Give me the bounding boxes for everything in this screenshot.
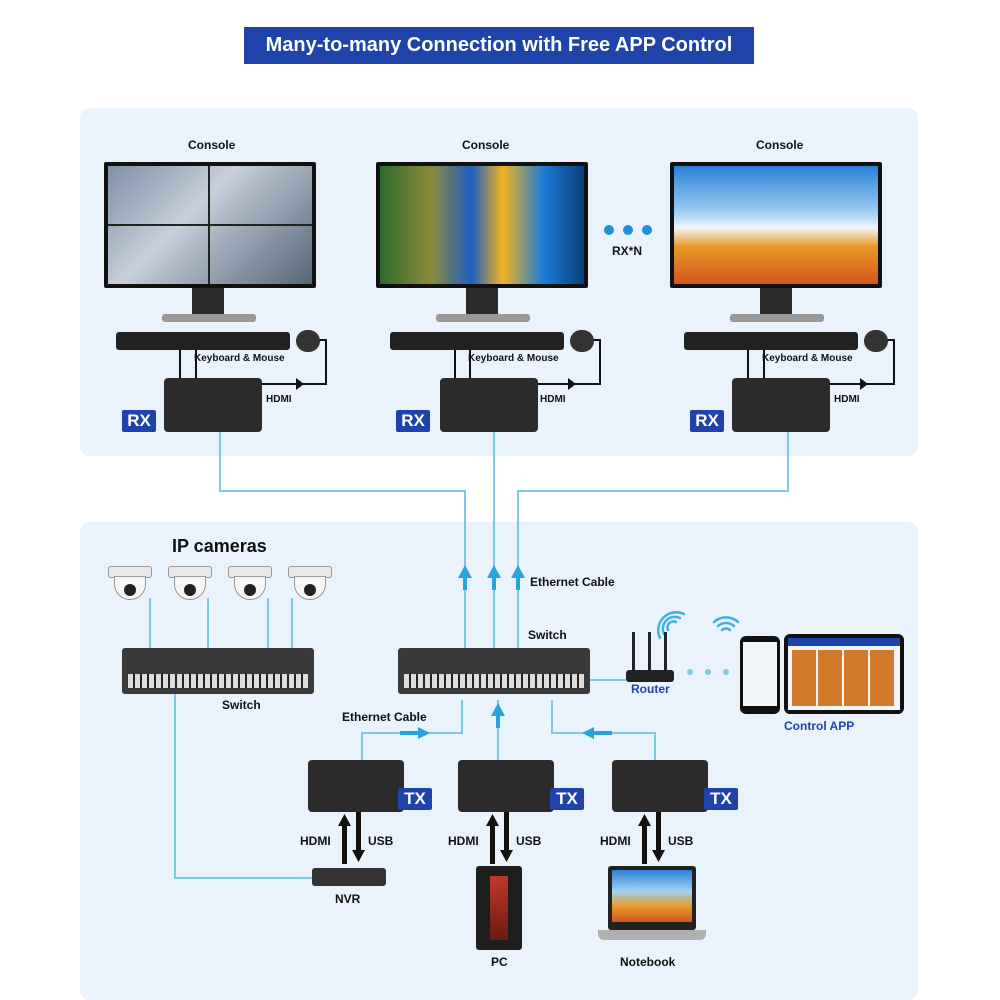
device-label: PC <box>491 955 508 969</box>
keyboard <box>390 332 564 350</box>
tablet-icon <box>784 634 904 714</box>
monitor <box>376 162 588 288</box>
usb-label: USB <box>516 834 542 848</box>
router-label: Router <box>631 682 670 696</box>
monitor-screen-parrot <box>380 166 584 284</box>
device-label: NVR <box>335 892 361 906</box>
tx-tag: TX <box>550 788 584 810</box>
pc-tower <box>476 866 522 950</box>
rx-tag: RX <box>396 410 430 432</box>
hdmi-label: HDMI <box>300 834 331 848</box>
rx-device <box>440 378 538 432</box>
monitor <box>670 162 882 288</box>
hdmi-label: HDMI <box>448 834 479 848</box>
smartphone-icon <box>740 636 780 714</box>
peripheral-label: Keyboard & Mouse <box>762 353 853 364</box>
peripheral-label: Keyboard & Mouse <box>194 353 285 364</box>
tx-tag: TX <box>398 788 432 810</box>
mouse <box>570 330 594 352</box>
mouse <box>296 330 320 352</box>
hdmi-label: HDMI <box>600 834 631 848</box>
switch-center-label: Switch <box>528 628 567 642</box>
hdmi-label: HDMI <box>266 394 292 405</box>
network-switch-center <box>398 648 590 694</box>
ip-camera-icon <box>228 566 272 600</box>
rx-tag: RX <box>122 410 156 432</box>
tx-device <box>458 760 554 812</box>
notebook-laptop <box>608 866 696 930</box>
ethernet-cable-label-bottom: Ethernet Cable <box>342 710 427 724</box>
hdmi-label: HDMI <box>834 394 860 405</box>
monitor-stand <box>466 288 498 314</box>
notebook-keyboard-base <box>598 930 706 940</box>
tx-device <box>308 760 404 812</box>
page-title: Many-to-many Connection with Free APP Co… <box>244 27 754 64</box>
usb-label: USB <box>368 834 394 848</box>
peripheral-label: Keyboard & Mouse <box>468 353 559 364</box>
ip-camera-icon <box>288 566 332 600</box>
monitor-screen-landscape <box>674 166 878 284</box>
console-label: Console <box>756 138 804 152</box>
switch-left-label: Switch <box>222 698 261 712</box>
ethernet-cable-label-top: Ethernet Cable <box>530 575 615 589</box>
more-rx-label: RX*N <box>612 244 643 258</box>
monitor-stand <box>192 288 224 314</box>
ip-camera-icon <box>108 566 152 600</box>
monitor-screen-surveillance <box>108 166 312 284</box>
network-switch-left <box>122 648 314 694</box>
usb-label: USB <box>668 834 694 848</box>
hdmi-label: HDMI <box>540 394 566 405</box>
router-icon <box>626 632 674 684</box>
tx-device <box>612 760 708 812</box>
ip-cameras-label: IP cameras <box>172 536 267 556</box>
rx-device <box>164 378 262 432</box>
monitor-stand <box>760 288 792 314</box>
nvr-device <box>312 868 386 886</box>
tx-tag: TX <box>704 788 738 810</box>
keyboard <box>116 332 290 350</box>
rx-device <box>732 378 830 432</box>
monitor <box>104 162 316 288</box>
keyboard <box>684 332 858 350</box>
console-label: Console <box>188 138 236 152</box>
ip-camera-icon <box>168 566 212 600</box>
monitor-base <box>162 314 256 322</box>
control-app-label: Control APP <box>784 719 855 733</box>
monitor-base <box>436 314 530 322</box>
rx-tag: RX <box>690 410 724 432</box>
monitor-base <box>730 314 824 322</box>
console-label: Console <box>462 138 510 152</box>
device-label: Notebook <box>620 955 676 969</box>
mouse <box>864 330 888 352</box>
